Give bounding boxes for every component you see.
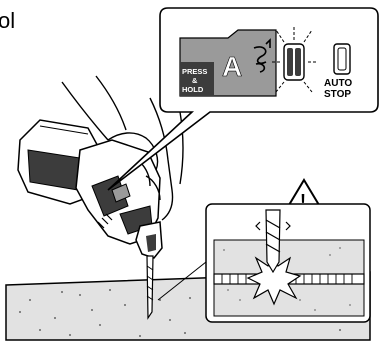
press-label: PRESS [182,67,207,76]
hold-label: HOLD [182,85,204,94]
inset-drill-bit [266,210,280,272]
header-text-fragment: ol [0,8,15,33]
and-label: & [192,76,198,85]
stop-label: STOP [324,89,351,100]
rebar-inset [206,204,370,322]
led-indicator-pair [284,44,304,80]
mode-letter-a: A [222,51,242,82]
auto-label: AUTO [324,78,352,89]
auto-stop-indicator [334,44,350,74]
